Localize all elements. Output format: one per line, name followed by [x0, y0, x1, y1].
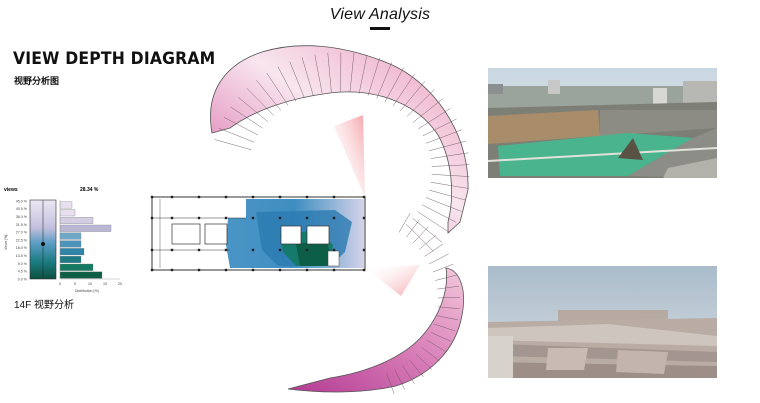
view-cone-bottom: [365, 265, 420, 296]
view-photo-top: [488, 68, 717, 178]
view-depth-fan-bottom: [287, 267, 464, 393]
histogram-x-title: Distribution [%]: [75, 289, 99, 293]
gauge-marker: [41, 242, 45, 246]
histogram-y-title: Views [%]: [4, 235, 8, 250]
histogram-bin-label: 9.0 %: [18, 262, 28, 266]
histogram-bin-label: 40.5 %: [16, 207, 28, 211]
floor-label: 14F 视野分析: [14, 300, 75, 311]
histogram-x-tick: 0: [59, 282, 61, 286]
page-title: View Analysis: [329, 6, 431, 23]
histogram-x-tick: 20: [118, 282, 122, 286]
histogram-bin-label: 4.5 %: [18, 270, 28, 274]
view-photo-bottom: [488, 266, 717, 378]
histogram-bin-label: 45.0 %: [16, 199, 28, 203]
histogram-bin-label: 36.0 %: [16, 215, 28, 219]
histogram-x-tick: 10: [88, 282, 92, 286]
title-underline: [370, 27, 390, 30]
view-depth-fan-top: [210, 45, 469, 234]
histogram-views-label: views: [4, 187, 18, 193]
histogram-bin-label: 31.5 %: [16, 223, 28, 227]
histogram-bin-label: 0.0 %: [18, 277, 28, 281]
view-histogram: views 28.34 % Views [%] 45.0 % 40.5 % 36.0…: [4, 187, 122, 293]
histogram-bin-label: 27.0 %: [16, 231, 28, 235]
histogram-bin-label: 18.0 %: [16, 246, 28, 250]
histogram-x-tick: 15: [103, 282, 107, 286]
floor-plan: [150, 195, 366, 272]
diagram-title: VIEW DEPTH DIAGRAM: [13, 49, 216, 69]
diagram-subtitle: 视野分析图: [14, 76, 60, 86]
histogram-percent-label: 28.34 %: [80, 187, 99, 193]
histogram-bin-label: 13.5 %: [16, 254, 28, 258]
histogram-bin-label: 22.5 %: [16, 238, 28, 242]
view-cone-top: [334, 115, 365, 197]
histogram-x-tick: 5: [74, 282, 76, 286]
